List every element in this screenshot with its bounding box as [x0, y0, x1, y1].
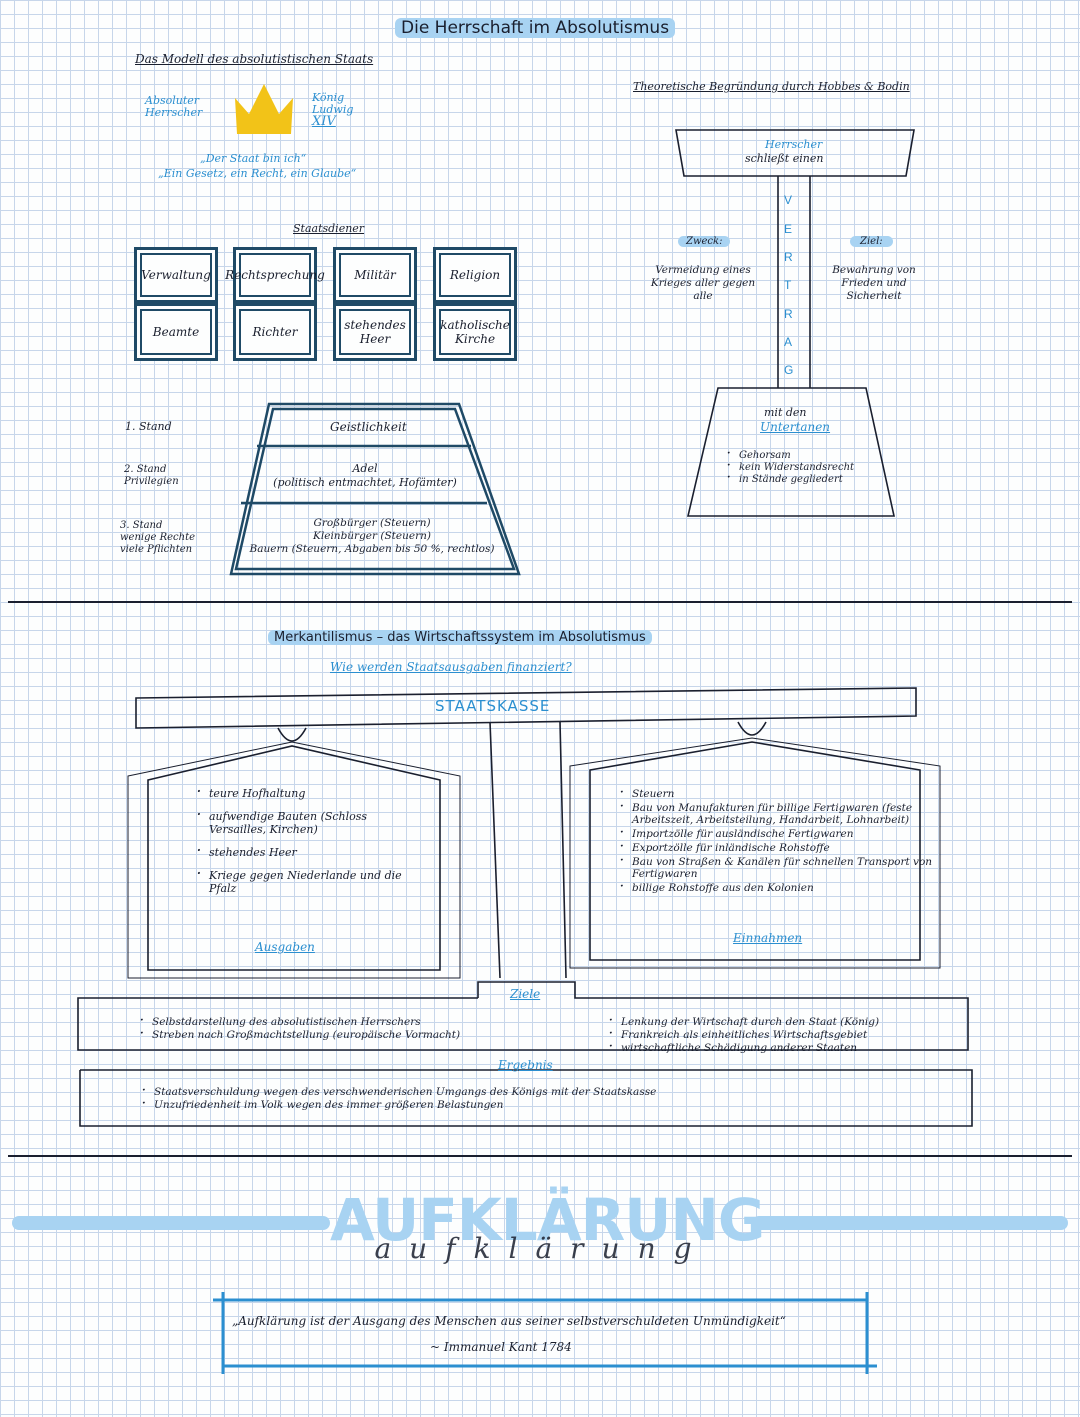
zweck-text: Vermeidung eines Krieges aller gegen all…: [650, 264, 756, 302]
estate-1-label: 1. Stand: [125, 420, 172, 433]
list-item: Bau von Manufakturen für billige Fertigw…: [620, 800, 942, 826]
list-item: Staatsverschuldung wegen des verschwende…: [142, 1084, 914, 1098]
merc-heading: Merkantilismus – das Wirtschaftssystem i…: [268, 630, 652, 645]
theory-subjects: Untertanen: [760, 420, 831, 434]
list-item: Unzufriedenheit im Volk wegen des immer …: [142, 1097, 914, 1111]
estates-pyramid: [229, 402, 521, 576]
title-bar-left: [12, 1216, 330, 1230]
quote-state: „Der Staat bin ich“: [200, 152, 307, 165]
list-item: stehendes Heer: [197, 844, 409, 859]
enlightenment-script: aufklärung: [374, 1232, 710, 1265]
tier-clergy: Geistlichkeit: [330, 420, 407, 434]
enlightenment-title: AUFKLÄRUNG: [330, 1186, 766, 1254]
model-heading: Das Modell des absolutistischen Staats: [135, 52, 374, 66]
theory-ruler: Herrscher: [765, 138, 823, 151]
crown-icon: [235, 84, 293, 134]
list-item: kein Widerstandsrecht: [727, 460, 909, 473]
result-list: Staatsverschuldung wegen des verschwende…: [140, 1084, 914, 1117]
vertrag-letter-1: V: [784, 193, 793, 207]
box-religion: Religion: [433, 247, 517, 303]
list-item: Lenkung der Wirtschaft durch den Staat (…: [609, 1014, 951, 1028]
servants-heading: Staatsdiener: [293, 222, 365, 235]
kant-author: ~ Immanuel Kant 1784: [430, 1340, 572, 1354]
vertrag-letter-3: R: [784, 250, 793, 264]
quote-law: „Ein Gesetz, ein Recht, ein Glaube“: [158, 167, 357, 180]
tier-nobility: Adel (politisch entmachtet, Hofämter): [273, 462, 457, 489]
result-label: Ergebnis: [498, 1058, 553, 1072]
estate-3-label: 3. Stand wenige Rechte viele Pflichten: [120, 520, 196, 555]
vertrag-letter-6: A: [784, 335, 793, 349]
list-item: Steuern: [620, 786, 942, 800]
goals-right-list: Lenkung der Wirtschaft durch den Staat (…: [607, 1014, 951, 1060]
list-item: Streben nach Großmachtstellung (europäis…: [140, 1027, 482, 1041]
vertrag-letter-2: E: [784, 222, 793, 236]
list-item: teure Hofhaltung: [197, 785, 409, 800]
title-bar-right: [752, 1216, 1068, 1230]
list-item: Importzölle für ausländische Fertigwaren: [620, 826, 942, 840]
box-verwaltung: Verwaltung: [134, 247, 218, 303]
goals-left-list: Selbstdarstellung des absolutistischen H…: [138, 1014, 482, 1047]
box-katholische-kirche: katholische Kirche: [433, 303, 517, 361]
ziel-text: Bewahrung von Frieden und Sicherheit: [832, 264, 916, 302]
box-beamte: Beamte: [134, 303, 218, 361]
income-label: Einnahmen: [733, 931, 803, 945]
theory-with: mit den: [764, 406, 807, 419]
section-divider-2: [8, 1155, 1072, 1157]
list-item: Bau von Straßen & Kanälen für schnellen …: [620, 854, 942, 880]
kant-quote: „Aufklärung ist der Ausgang des Menschen…: [232, 1314, 786, 1328]
vertrag-letter-4: T: [784, 278, 792, 292]
ziel-label: Ziel:: [850, 236, 893, 247]
goals-label: Ziele: [510, 987, 541, 1001]
vertrag-letter-5: R: [784, 307, 793, 321]
box-richter: Richter: [233, 303, 317, 361]
expenses-list: teure Hofhaltung aufwendige Bauten (Schl…: [195, 785, 409, 901]
box-rechtsprechung: Rechtsprechung: [225, 247, 325, 303]
box-stehendes-heer: stehendes Heer: [333, 303, 417, 361]
list-item: Gehorsam: [727, 448, 909, 461]
expenses-label: Ausgaben: [255, 940, 315, 954]
list-item: wirtschaftliche Schädigung anderer Staat…: [609, 1040, 951, 1054]
tier-commoners: Großbürger (Steuern) Kleinbürger (Steuer…: [249, 517, 495, 555]
merc-question: Wie werden Staatsausgaben finanziert?: [330, 660, 572, 674]
treasury-label: STAATSKASSE: [435, 697, 551, 715]
king-number: XIV: [312, 114, 336, 129]
estate-2-label: 2. Stand Privilegien: [124, 464, 179, 487]
subjects-list: Gehorsam kein Widerstandsrecht in Stände…: [725, 448, 909, 486]
king-label: König Ludwig XIV: [312, 91, 354, 129]
list-item: Selbstdarstellung des absolutistischen H…: [140, 1014, 482, 1028]
theory-heading: Theoretische Begründung durch Hobbes & B…: [633, 80, 910, 93]
income-list: Steuern Bau von Manufakturen für billige…: [618, 786, 942, 900]
zweck-label: Zweck:: [678, 236, 731, 247]
section-divider: [8, 601, 1072, 603]
page-title: Die Herrschaft im Absolutismus: [395, 18, 676, 38]
list-item: in Stände gegliedert: [727, 472, 909, 485]
list-item: aufwendige Bauten (Schloss Versailles, K…: [197, 808, 409, 836]
list-item: billige Rohstoffe aus den Kolonien: [620, 880, 942, 894]
theory-concludes: schließt einen: [745, 152, 824, 165]
list-item: Kriege gegen Niederlande und die Pfalz: [197, 867, 409, 895]
box-militaer: Militär: [333, 247, 417, 303]
quote-frame: [213, 1292, 877, 1374]
vertrag-letter-7: G: [784, 363, 794, 377]
contract-diagram: [675, 129, 915, 517]
list-item: Exportzölle für inländische Rohstoffe: [620, 840, 942, 854]
ruler-label: Absoluter Herrscher: [145, 94, 203, 119]
list-item: Frankreich als einheitliches Wirtschafts…: [609, 1027, 951, 1041]
